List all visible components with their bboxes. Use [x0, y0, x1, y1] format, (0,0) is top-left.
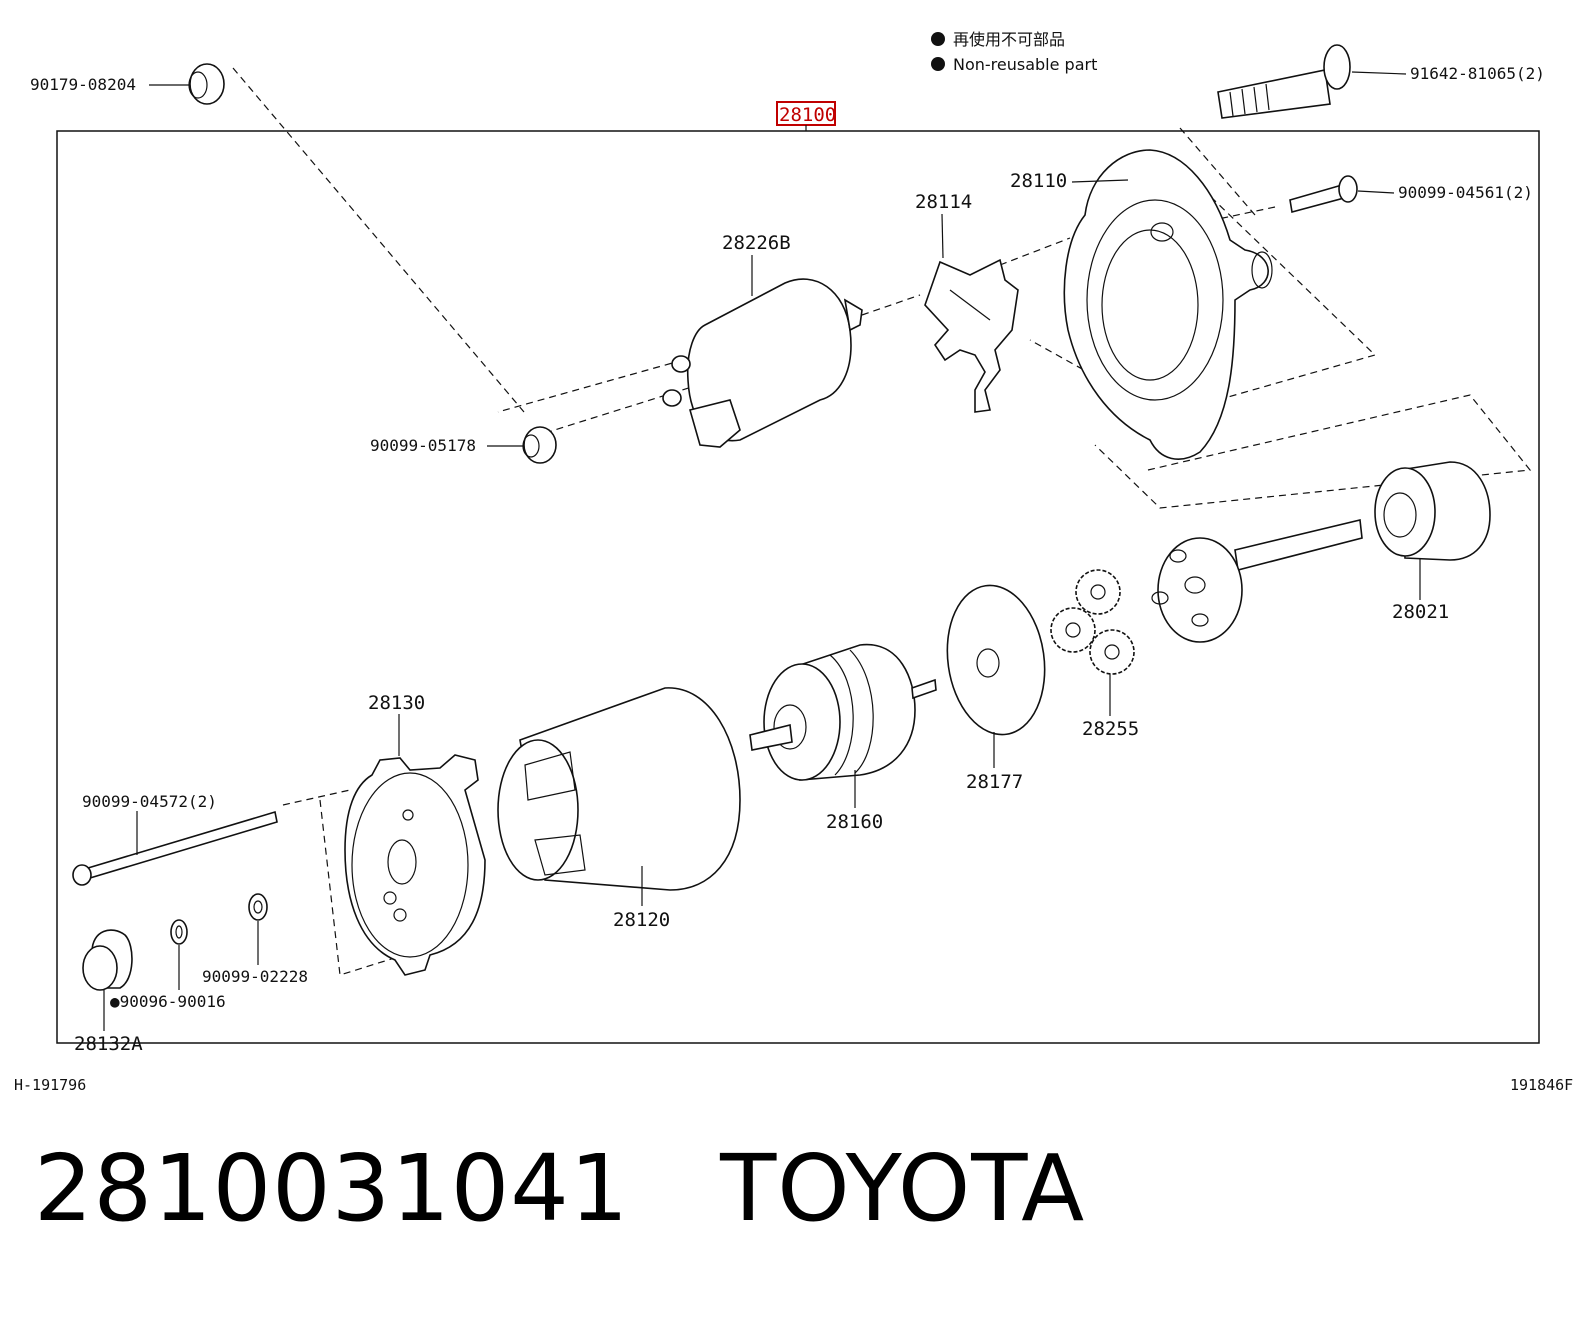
- label-armature[interactable]: 28160: [826, 811, 883, 833]
- label-nut-top[interactable]: 90179-08204: [30, 75, 136, 94]
- nut-top-part: [188, 63, 225, 105]
- legend-japanese: 再使用不可部品: [953, 30, 1065, 49]
- pinion-part: [1374, 461, 1491, 561]
- gear-set-part: [1050, 569, 1135, 675]
- brand-name: TOYOTA: [720, 1135, 1086, 1242]
- bolt-top-right-part: [1217, 44, 1351, 119]
- assembly-frame: [56, 130, 1540, 1044]
- armature-part: [749, 643, 937, 781]
- non-reusable-bullet-icon: [931, 57, 945, 71]
- label-cap[interactable]: 28132A: [74, 1033, 143, 1055]
- label-solenoid[interactable]: 28226B: [722, 232, 791, 254]
- solenoid-part: [662, 278, 863, 448]
- label-bolt-top-right[interactable]: 91642-81065(2): [1410, 64, 1545, 83]
- label-lever[interactable]: 28114: [915, 191, 972, 213]
- label-through-bolt[interactable]: 90099-04572(2): [82, 792, 217, 811]
- nut-small-part: [522, 426, 557, 464]
- label-yoke[interactable]: 28120: [613, 909, 670, 931]
- code-left: H-191796: [14, 1076, 86, 1094]
- end-frame-part: [344, 754, 486, 976]
- label-nut-small[interactable]: 90099-05178: [370, 436, 476, 455]
- label-washer[interactable]: 90099-02228: [202, 967, 308, 986]
- through-bolt-part: [72, 810, 278, 886]
- label-plate[interactable]: 28177: [966, 771, 1023, 793]
- part-number: 2810031041: [34, 1135, 630, 1242]
- housing-part: [1063, 149, 1273, 460]
- non-reusable-bullet-icon: [931, 32, 945, 46]
- legend: 再使用不可部品 Non-reusable part: [931, 30, 1097, 74]
- cap-part: [82, 929, 133, 991]
- assembly-number[interactable]: 28100: [779, 104, 836, 126]
- washer-part: [248, 893, 268, 921]
- label-housing[interactable]: 28110: [1010, 170, 1067, 192]
- starter-exploded-diagram: 再使用不可部品 Non-reusable part 28100 90179-08…: [14, 30, 1573, 1094]
- planetary-carrier-part: [1151, 519, 1363, 643]
- yoke-part: [497, 687, 741, 891]
- clip-part: [170, 919, 188, 945]
- product-caption: 2810031041 TOYOTA: [34, 1135, 1085, 1242]
- bolt-right-part: [1289, 175, 1358, 214]
- label-clip[interactable]: ●90096-90016: [110, 992, 226, 1011]
- label-pinion[interactable]: 28021: [1392, 601, 1449, 623]
- label-gear-set[interactable]: 28255: [1082, 718, 1139, 740]
- lever-part: [924, 258, 1019, 413]
- label-end-frame[interactable]: 28130: [368, 692, 425, 714]
- legend-english: Non-reusable part: [953, 55, 1097, 74]
- label-bolt-right[interactable]: 90099-04561(2): [1398, 183, 1533, 202]
- plate-part: [946, 584, 1046, 736]
- code-right: 191846F: [1510, 1076, 1573, 1094]
